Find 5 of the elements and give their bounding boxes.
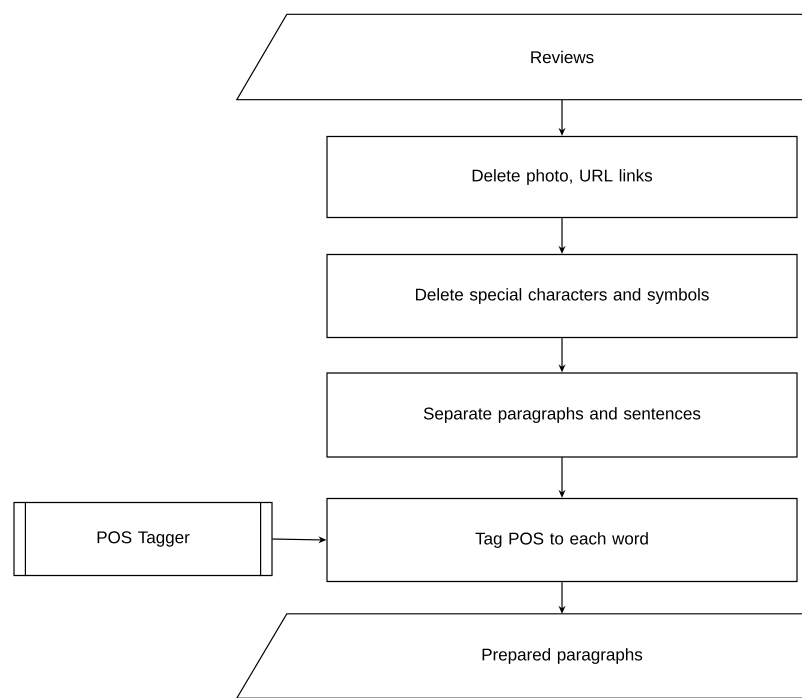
predefined-process-box: POS Tagger (13, 501, 273, 577)
process-box: Separate paragraphs and sentences (326, 372, 798, 458)
process-box: Tag POS to each word (326, 498, 798, 582)
process-box: Delete special characters and symbols (326, 254, 798, 338)
process-box: Delete photo, URL links (326, 136, 798, 218)
